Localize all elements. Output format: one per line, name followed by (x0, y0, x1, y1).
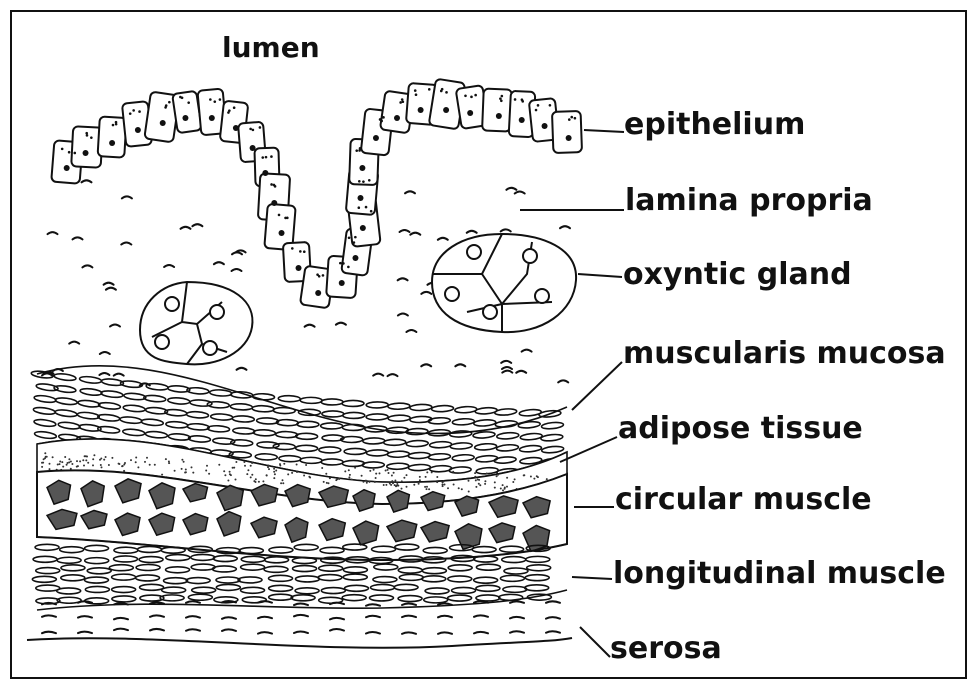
muscularis-mucosa-label: muscularis mucosa (623, 339, 946, 369)
label-leader-lines (520, 130, 624, 657)
epithelium-label: epithelium (624, 110, 805, 140)
leader-adipose-tissue (560, 437, 617, 462)
oxyntic-gland-right (432, 234, 576, 332)
leader-oxyntic-gland (578, 274, 622, 277)
leader-muscularis-mucosa (572, 362, 622, 410)
serosa-label: serosa (610, 634, 722, 664)
leader-serosa (580, 627, 610, 657)
oxyntic-gland-label: oxyntic gland (623, 260, 852, 290)
circular-muscle-label: circular muscle (615, 485, 872, 515)
leader-longitudinal-muscle (572, 577, 612, 579)
adipose-tissue-label: adipose tissue (618, 414, 863, 444)
lumen-label: lumen (222, 34, 320, 62)
leader-epithelium (584, 130, 624, 132)
diagram-frame: lumen epithelium lamina propria oxyntic … (10, 10, 967, 679)
oxyntic-gland-left (140, 282, 252, 364)
longitudinal-muscle-label: longitudinal muscle (613, 559, 946, 589)
lamina-propria-label: lamina propria (625, 186, 873, 216)
